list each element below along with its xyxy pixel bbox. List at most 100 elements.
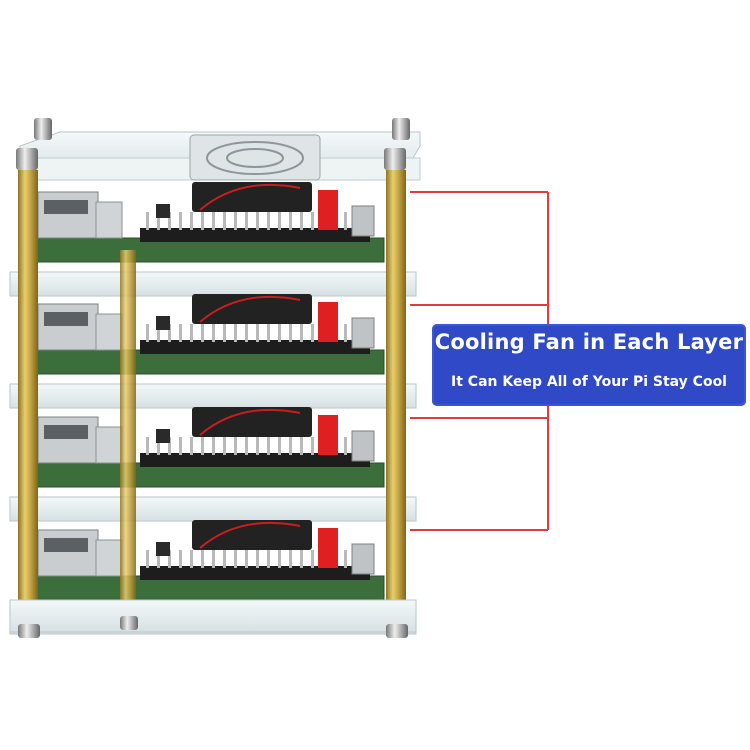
side-connector <box>351 205 375 237</box>
fan-connector <box>318 190 338 230</box>
gpio-pin <box>168 437 171 455</box>
gpio-pin <box>212 437 215 455</box>
gpio-pin <box>256 212 259 230</box>
gpio-pin <box>201 212 204 230</box>
gpio-pin <box>311 437 314 455</box>
side-connector <box>351 430 375 462</box>
gpio-pin <box>267 212 270 230</box>
gpio-header <box>140 340 370 354</box>
acrylic-plate <box>9 496 417 522</box>
gpio-pin <box>311 212 314 230</box>
gpio-pin <box>168 550 171 568</box>
gpio-pin <box>190 437 193 455</box>
gpio-pin <box>146 550 149 568</box>
gpio-pin <box>344 324 347 342</box>
acrylic-plate <box>9 271 417 297</box>
gpio-pin <box>234 437 237 455</box>
gpio-pin <box>179 550 182 568</box>
gpio-pin <box>245 437 248 455</box>
heatsink <box>95 201 123 239</box>
chip <box>156 429 170 443</box>
gpio-pin <box>300 324 303 342</box>
gpio-pin <box>223 212 226 230</box>
board-layer <box>9 407 417 522</box>
gpio-pin <box>168 324 171 342</box>
gpio-pin <box>289 437 292 455</box>
usb-port <box>37 303 99 351</box>
top-nuts <box>16 118 410 170</box>
gpio-header <box>140 566 370 580</box>
board-layer <box>9 294 417 409</box>
fan-connector <box>318 415 338 455</box>
fan-connector <box>318 528 338 568</box>
gpio-pin <box>289 550 292 568</box>
fan-wire <box>199 521 301 549</box>
fan-wire <box>199 408 301 436</box>
usb-port <box>37 416 99 464</box>
usb-port <box>37 529 99 577</box>
chip <box>156 316 170 330</box>
gpio-pin <box>311 324 314 342</box>
gpio-pin <box>344 437 347 455</box>
gpio-pin <box>278 437 281 455</box>
gpio-pin <box>223 324 226 342</box>
gpio-pin <box>344 212 347 230</box>
gpio-pin <box>256 437 259 455</box>
chip <box>156 542 170 556</box>
gpio-pin <box>179 437 182 455</box>
gpio-pin <box>146 437 149 455</box>
gpio-pin <box>201 324 204 342</box>
gpio-pin <box>157 324 160 342</box>
gpio-pin <box>278 212 281 230</box>
gpio-pin <box>201 550 204 568</box>
acrylic-plate <box>9 383 417 409</box>
gpio-pin <box>190 550 193 568</box>
gpio-pin <box>245 212 248 230</box>
port-slot <box>44 200 88 214</box>
feature-callout: Cooling Fan in Each Layer It Can Keep Al… <box>432 324 746 406</box>
gpio-pin <box>168 212 171 230</box>
gpio-pin <box>300 212 303 230</box>
gpio-pin <box>234 550 237 568</box>
gpio-pin <box>157 550 160 568</box>
callout-title: Cooling Fan in Each Layer <box>434 330 744 354</box>
gpio-pin <box>157 437 160 455</box>
gpio-pin <box>289 324 292 342</box>
gpio-pin <box>245 324 248 342</box>
fan-body <box>192 407 312 437</box>
heatsink <box>95 539 123 577</box>
gpio-pin <box>278 550 281 568</box>
gpio-pin <box>344 550 347 568</box>
fan-wire <box>199 183 301 211</box>
gpio-pin <box>179 324 182 342</box>
gpio-pin <box>267 437 270 455</box>
brass-standoffs <box>18 170 406 610</box>
fan-body <box>192 294 312 324</box>
bottom-acrylic-plate <box>9 599 417 638</box>
gpio-pin <box>190 324 193 342</box>
fan-body <box>192 520 312 550</box>
gpio-pin <box>223 550 226 568</box>
gpio-pin <box>212 550 215 568</box>
fan-connector <box>318 302 338 342</box>
gpio-header <box>140 228 370 242</box>
side-connector <box>351 317 375 349</box>
gpio-pin <box>234 212 237 230</box>
gpio-pin <box>146 212 149 230</box>
gpio-pin <box>311 550 314 568</box>
gpio-pin <box>300 550 303 568</box>
gpio-pin <box>256 324 259 342</box>
gpio-pin <box>234 324 237 342</box>
chip <box>156 204 170 218</box>
raspberry-pi-layers <box>9 182 417 635</box>
callout-subtitle: It Can Keep All of Your Pi Stay Cool <box>451 374 727 390</box>
gpio-pin <box>223 437 226 455</box>
gpio-pin <box>267 550 270 568</box>
usb-port <box>37 191 99 239</box>
gpio-pin <box>278 324 281 342</box>
gpio-pin <box>245 550 248 568</box>
gpio-pin <box>157 212 160 230</box>
gpio-pin <box>212 212 215 230</box>
gpio-pin <box>256 550 259 568</box>
